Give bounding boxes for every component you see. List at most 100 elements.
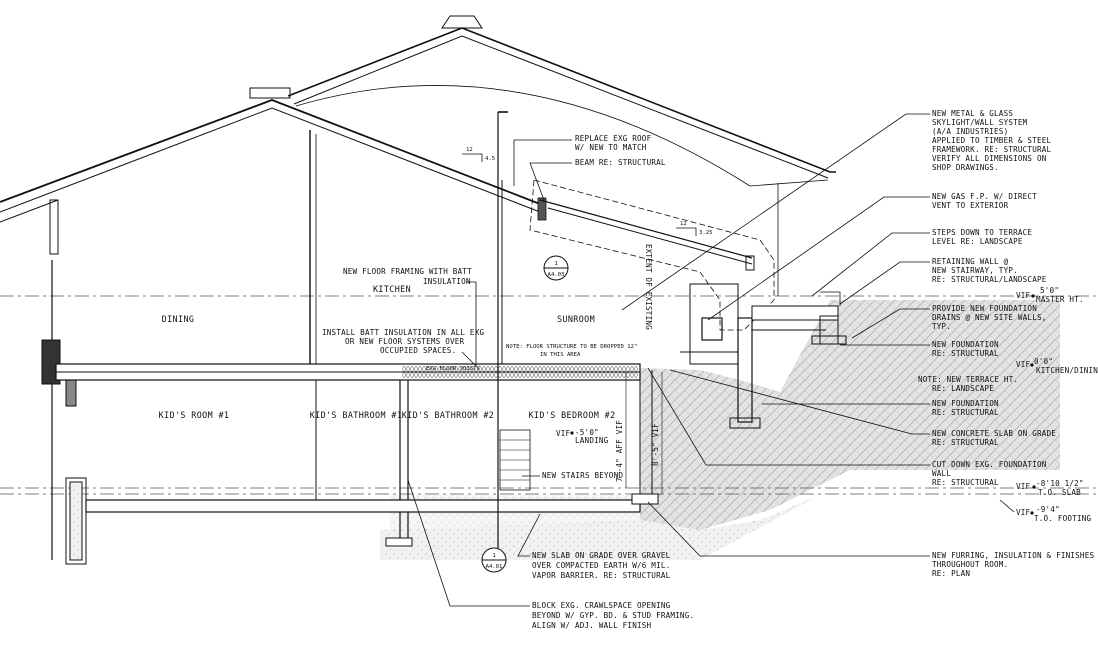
svg-text:NEW METAL & GLASS: NEW METAL & GLASS <box>932 109 1013 118</box>
stair <box>499 429 531 491</box>
svg-text:RE: STRUCTURAL: RE: STRUCTURAL <box>932 438 999 447</box>
svg-text:RE: STRUCTURAL: RE: STRUCTURAL <box>932 349 999 358</box>
svg-text:VENT TO EXTERIOR: VENT TO EXTERIOR <box>932 201 1009 210</box>
svg-text:VERIFY ALL DIMENSIONS ON: VERIFY ALL DIMENSIONS ON <box>932 154 1047 163</box>
slope-main: 12 4.5 <box>462 147 495 162</box>
svg-text:VIF: VIF <box>1016 360 1031 369</box>
svg-text:RETAINING WALL @: RETAINING WALL @ <box>932 257 1009 266</box>
svg-text:-8'10 1/2": -8'10 1/2" <box>1036 479 1084 488</box>
svg-text:KITCHEN/DINING: KITCHEN/DINING <box>1036 366 1098 375</box>
svg-text:PROVIDE NEW FOUNDATION: PROVIDE NEW FOUNDATION <box>932 304 1037 313</box>
svg-text:NEW FURRING, INSULATION & FINI: NEW FURRING, INSULATION & FINISHES <box>932 551 1094 560</box>
note-crawlspace-2: BEYOND W/ GYP. BD. & STUD FRAMING. <box>532 611 694 620</box>
svg-text:RE: LANDSCAPE: RE: LANDSCAPE <box>932 384 994 393</box>
svg-text:LEVEL RE: LANDSCAPE: LEVEL RE: LANDSCAPE <box>932 237 1023 246</box>
svg-text:NEW STAIRWAY, TYP.: NEW STAIRWAY, TYP. <box>932 266 1018 275</box>
note-batt-1: INSTALL BATT INSULATION IN ALL EXG <box>322 328 484 337</box>
upper-roof <box>287 15 836 296</box>
note-slab-gravel-3: VAPOR BARRIER. RE: STRUCTURAL <box>532 571 671 580</box>
section-upper-num: 1 <box>554 261 557 267</box>
note-floor-drop-1: NOTE: FLOOR STRUCTURE TO BE DROPPED 12" <box>506 344 637 350</box>
room-sunroom: SUNROOM <box>557 314 595 324</box>
svg-text:STEPS DOWN TO TERRACE: STEPS DOWN TO TERRACE <box>932 228 1032 237</box>
room-kids-room: KID'S ROOM #1 <box>159 410 230 420</box>
slope-main-rise: 4.5 <box>485 156 495 162</box>
note-floor-drop-2: IN THIS AREA <box>540 352 581 358</box>
svg-text:APPLIED TO TIMBER & STEEL: APPLIED TO TIMBER & STEEL <box>932 136 1052 145</box>
svg-text:SHOP DRAWINGS.: SHOP DRAWINGS. <box>932 163 999 172</box>
svg-text:TYP.: TYP. <box>932 322 951 331</box>
note-crawlspace-3: ALIGN W/ ADJ. WALL FINISH <box>532 621 652 630</box>
elev-landing-value: -5'0" <box>575 428 599 437</box>
svg-text:VIF: VIF <box>1016 508 1031 517</box>
floor-structure <box>55 363 659 547</box>
svg-text:RE: STRUCTURAL/LANDSCAPE: RE: STRUCTURAL/LANDSCAPE <box>932 275 1047 284</box>
svg-text:RE: PLAN: RE: PLAN <box>932 569 970 578</box>
section-upper-sheet: A4.03 <box>548 272 565 278</box>
svg-text:DRAINS @ NEW SITE WALLS,: DRAINS @ NEW SITE WALLS, <box>932 313 1047 322</box>
room-kids-bath-1: KID'S BATHROOM #1 <box>310 410 403 420</box>
svg-text:NEW FOUNDATION: NEW FOUNDATION <box>932 340 999 349</box>
note-slab-gravel-1: NEW SLAB ON GRADE OVER GRAVEL <box>532 551 671 560</box>
note-crawlspace-1: BLOCK EXG. CRAWLSPACE OPENING <box>532 601 671 610</box>
svg-text:NOTE: NEW TERRACE HT.: NOTE: NEW TERRACE HT. <box>918 375 1018 384</box>
sunroom-roof <box>529 179 775 331</box>
svg-text:0'0": 0'0" <box>1034 357 1053 366</box>
svg-text:RE: STRUCTURAL: RE: STRUCTURAL <box>932 408 999 417</box>
elev-tos: VIF -8'10 1/2" T.O. SLAB <box>1016 479 1084 497</box>
section-marker-upper: 1 A4.03 <box>543 255 569 281</box>
svg-text:CUT DOWN EXG. FOUNDATION: CUT DOWN EXG. FOUNDATION <box>932 460 1047 469</box>
section-marker-lower: 1 A4.01 <box>481 547 507 573</box>
note-replace-roof-1: REPLACE EXG ROOF <box>575 134 652 143</box>
svg-text:NEW CONCRETE SLAB ON GRADE: NEW CONCRETE SLAB ON GRADE <box>932 429 1056 438</box>
terrace-and-fireplace <box>680 283 847 365</box>
note-beam: BEAM RE: STRUCTURAL <box>575 158 666 167</box>
room-dining: DINING <box>162 314 195 324</box>
svg-text:SKYLIGHT/WALL SYSTEM: SKYLIGHT/WALL SYSTEM <box>932 118 1028 127</box>
note-extent: EXTENT OF EXISTING <box>644 244 653 330</box>
section-lower-num: 1 <box>492 553 495 559</box>
vertical-dimensions: 7'-4" AFF VIF 8'-5" VIF <box>615 372 663 494</box>
elev-kitchen: VIF 0'0" KITCHEN/DINING <box>1016 357 1098 375</box>
room-kids-bath-2: KID'S BATHROOM #2 <box>402 410 495 420</box>
slope-sunroom-rise: 3.25 <box>699 230 712 236</box>
slope-sunroom: 12 3.25 <box>676 221 712 236</box>
note-stairs: NEW STAIRS BEYOND <box>542 471 623 480</box>
note-batt-3: OCCUPIED SPACES. <box>380 346 456 355</box>
note-floor-framing-2: INSULATION <box>423 277 471 286</box>
inner-notes: REPLACE EXG ROOF W/ NEW TO MATCH BEAM RE… <box>322 134 694 630</box>
room-labels: DINING KITCHEN SUNROOM KID'S ROOM #1 KID… <box>159 284 616 420</box>
note-floor-framing-1: NEW FLOOR FRAMING WITH BATT <box>343 267 472 276</box>
right-notes: NEW METAL & GLASS SKYLIGHT/WALL SYSTEM (… <box>621 109 1094 578</box>
svg-text:THROUGHOUT ROOM.: THROUGHOUT ROOM. <box>932 560 1008 569</box>
slope-sunroom-run: 12 <box>680 221 687 227</box>
main-roof <box>0 87 547 255</box>
svg-text:T.O. SLAB: T.O. SLAB <box>1038 488 1081 497</box>
slope-main-run: 12 <box>466 147 473 153</box>
svg-text:5'0": 5'0" <box>1040 286 1059 295</box>
note-joists: EXG FLOOR JOISTS <box>426 366 480 372</box>
svg-text:NEW GAS F.P. W/ DIRECT: NEW GAS F.P. W/ DIRECT <box>932 192 1037 201</box>
note-replace-roof-2: W/ NEW TO MATCH <box>575 143 647 152</box>
dim-vif: 8'-5" VIF <box>651 423 660 466</box>
svg-text:(A/A INDUSTRIES): (A/A INDUSTRIES) <box>932 127 1008 136</box>
note-batt-2: OR NEW FLOOR SYSTEMS OVER <box>345 337 465 346</box>
svg-text:FRAMEWORK. RE: STRUCTURAL: FRAMEWORK. RE: STRUCTURAL <box>932 145 1052 154</box>
svg-text:VIF: VIF <box>1016 482 1031 491</box>
svg-text:T.O. FOOTING: T.O. FOOTING <box>1034 514 1091 523</box>
elev-landing-label: LANDING <box>575 436 609 445</box>
datum-lines <box>0 295 1098 495</box>
note-slab-gravel-2: OVER COMPACTED EARTH W/6 MIL. <box>532 561 670 570</box>
elev-tof: VIF -9'4" T.O. FOOTING <box>999 499 1091 523</box>
svg-text:MASTER HT.: MASTER HT. <box>1036 295 1084 304</box>
svg-text:-9'4": -9'4" <box>1036 505 1060 514</box>
room-kids-bedroom: KID'S BEDROOM #2 <box>528 410 615 420</box>
section-cut-line <box>497 111 508 548</box>
svg-text:NEW FOUNDATION: NEW FOUNDATION <box>932 399 999 408</box>
section-lower-sheet: A4.01 <box>486 564 503 570</box>
room-kitchen: KITCHEN <box>373 284 411 294</box>
dim-aff: 7'-4" AFF VIF <box>615 420 624 482</box>
svg-text:VIF: VIF <box>1016 291 1031 300</box>
svg-text:RE: STRUCTURAL: RE: STRUCTURAL <box>932 478 999 487</box>
